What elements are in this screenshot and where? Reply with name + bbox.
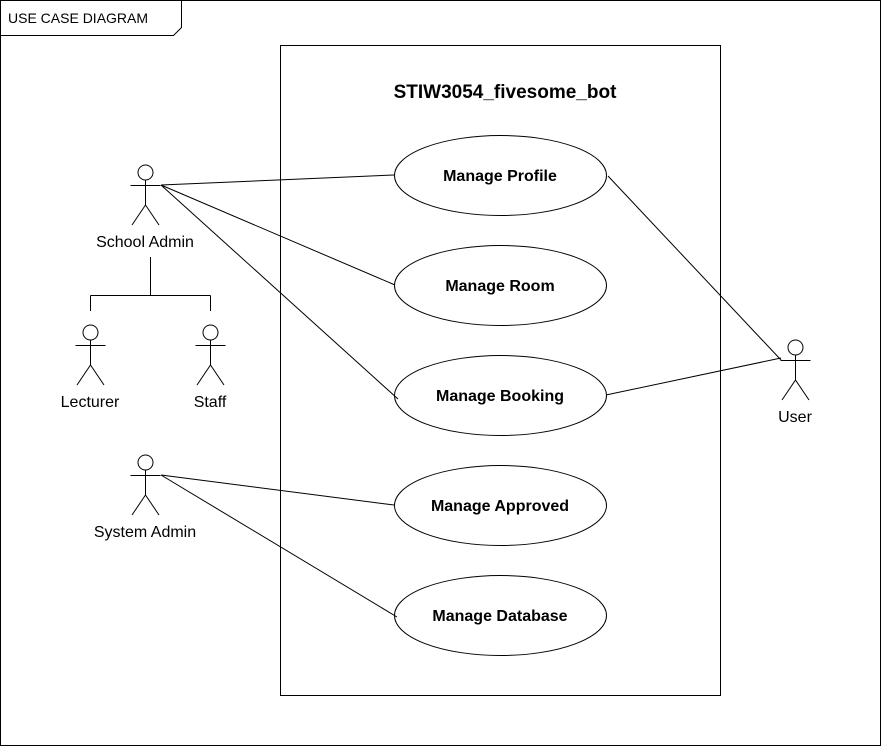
use-case-manage-booking[interactable]: Manage Booking [394,355,607,436]
actor-generalization-connector [90,257,211,311]
stick-figure-icon [130,164,161,226]
system-title: STIW3054_fivesome_bot [394,82,617,103]
use-case-label: Manage Room [445,278,554,295]
use-case-manage-room[interactable]: Manage Room [394,245,607,326]
actor-label: School Admin [96,234,194,251]
association-system-admin-approved [160,474,395,506]
association-school-admin-profile [160,174,395,186]
actor-system-admin[interactable]: System Admin [94,454,196,541]
actor-user[interactable]: User [778,339,813,426]
use-case-manage-profile[interactable]: Manage Profile [394,135,607,216]
use-case-label: Manage Booking [436,388,564,405]
use-case-manage-database[interactable]: Manage Database [394,575,607,656]
frame-label: USE CASE DIAGRAM [8,10,148,26]
association-system-admin-database [160,474,398,618]
stick-figure-icon [130,454,161,516]
actor-lecturer[interactable]: Lecturer [61,324,120,411]
association-user-booking [605,357,782,396]
use-case-label: Manage Profile [443,168,557,185]
use-case-label: Manage Approved [431,498,569,515]
actor-school-admin[interactable]: School Admin [96,164,194,251]
actor-label: Staff [194,394,227,411]
use-case-label: Manage Database [432,608,567,625]
frame-label-tab [0,0,182,36]
system-boundary [280,45,721,696]
use-case-manage-approved[interactable]: Manage Approved [394,465,607,546]
actor-staff[interactable]: Staff [194,324,227,411]
associations [160,174,782,618]
actor-label: Lecturer [61,394,120,411]
association-user-profile [607,175,782,361]
stick-figure-icon [195,324,226,386]
actor-label: System Admin [94,524,196,541]
association-school-admin-booking [160,184,399,400]
association-school-admin-room [160,184,396,286]
stick-figure-icon [780,339,811,401]
actor-label: User [778,409,812,426]
stick-figure-icon [75,324,106,386]
